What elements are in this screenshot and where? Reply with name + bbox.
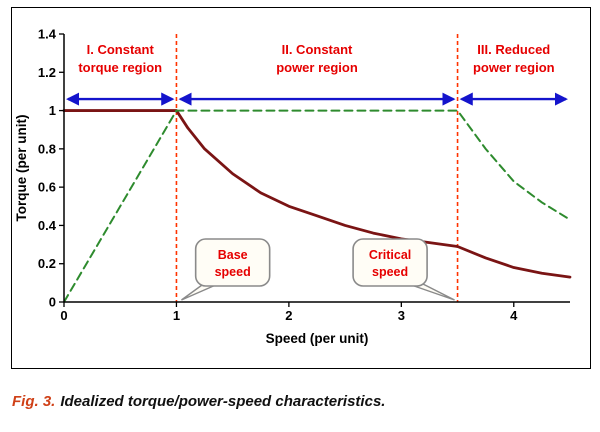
callout-text: Critical <box>369 248 411 262</box>
callout-text: speed <box>372 265 408 279</box>
callout-critical-speed: Critical speed <box>352 238 455 301</box>
x-axis-label: Speed (per unit) <box>266 331 369 346</box>
torque-speed-chart: I. Constant torque region II. Constant powe… <box>14 27 572 346</box>
callout-bubble <box>194 238 271 287</box>
x-tick-label: 4 <box>510 308 518 323</box>
y-axis-label: Torque (per unit) <box>14 115 29 222</box>
region-label: torque region <box>78 60 162 75</box>
power-curve <box>63 109 571 303</box>
y-tick-label: 0 <box>49 295 56 310</box>
y-tick-label: 0.4 <box>38 218 57 233</box>
chart-frame: I. Constant torque region II. Constant powe… <box>11 7 591 369</box>
y-tick-label: 0.8 <box>38 141 56 156</box>
callout-text: Base <box>218 248 248 262</box>
callout-base-speed: Base speed <box>181 238 271 301</box>
y-tick-label: 1.2 <box>38 65 56 80</box>
y-tick-label: 1 <box>49 103 56 118</box>
figure-caption: Fig. 3.Idealized torque/power-speed char… <box>12 393 385 411</box>
x-tick-label: 3 <box>398 308 405 323</box>
callout-bubble <box>352 238 428 287</box>
x-tick-label: 1 <box>173 308 180 323</box>
x-tick-label: 0 <box>60 308 67 323</box>
torque-curve <box>62 109 572 279</box>
region-label: I. Constant <box>87 42 155 57</box>
callout-text: speed <box>215 265 251 279</box>
y-tick-label: 0.2 <box>38 256 56 271</box>
region-label: power region <box>276 60 358 75</box>
figure-caption-text: Idealized torque/power-speed characteris… <box>60 393 386 410</box>
region-label: II. Constant <box>282 42 353 57</box>
x-tick-label: 2 <box>285 308 292 323</box>
region-label: III. Reduced <box>477 42 550 57</box>
region-label: power region <box>473 60 555 75</box>
plot-area: I. Constant torque region II. Constant powe… <box>14 27 572 346</box>
y-tick-label: 1.4 <box>38 27 57 42</box>
figure-label: Fig. 3. <box>12 393 56 410</box>
y-tick-label: 0.6 <box>38 180 56 195</box>
